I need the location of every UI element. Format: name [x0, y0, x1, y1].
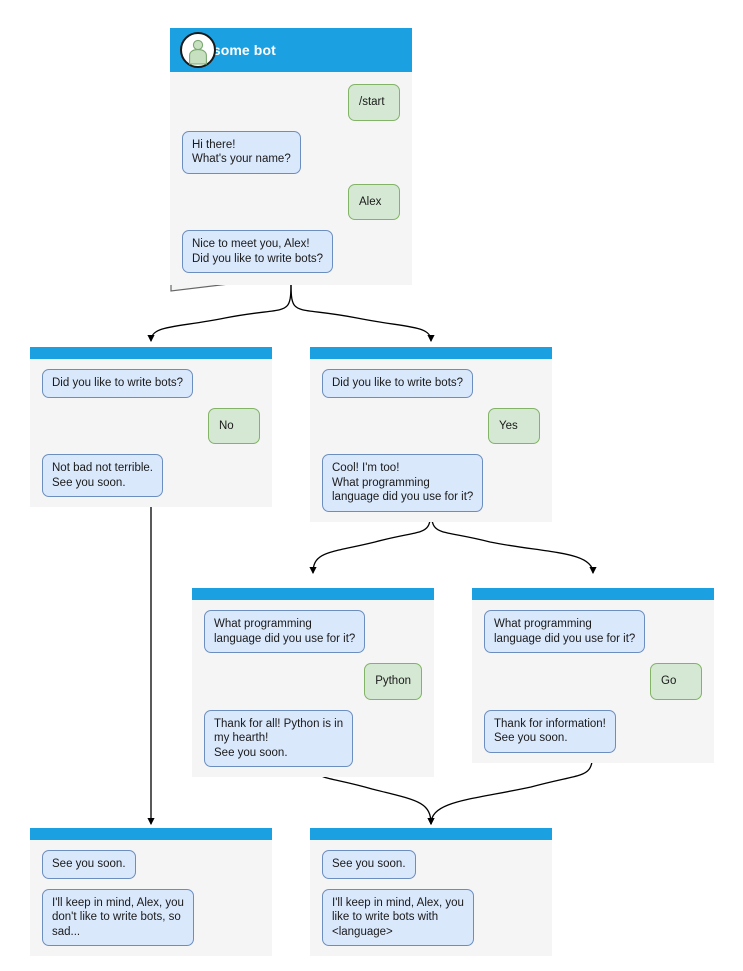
- message-row: Thank for information! See you soon.: [484, 709, 702, 753]
- bot-message-bubble[interactable]: See you soon.: [322, 850, 416, 879]
- bot-message-bubble[interactable]: Did you like to write bots?: [322, 369, 474, 398]
- bot-message-bubble[interactable]: What programming language did you use fo…: [204, 610, 366, 653]
- bot-message-bubble[interactable]: Did you like to write bots?: [42, 369, 194, 398]
- message-row: Nice to meet you, Alex! Did you like to …: [182, 230, 400, 273]
- card-header: [30, 347, 272, 359]
- bot-message-bubble[interactable]: Not bad not terrible. See you soon.: [42, 454, 164, 497]
- bot-message-bubble[interactable]: What programming language did you use fo…: [484, 610, 646, 653]
- node-answer-yes[interactable]: Did you like to write bots? Yes Cool! I'…: [310, 347, 552, 522]
- chat-body: What programming language did you use fo…: [472, 600, 714, 763]
- message-row: See you soon.: [42, 850, 260, 879]
- message-row: Yes: [322, 407, 540, 444]
- user-message-bubble[interactable]: Go: [650, 663, 702, 700]
- message-row: What programming language did you use fo…: [204, 610, 422, 653]
- bot-message-bubble[interactable]: I'll keep in mind, Alex, you like to wri…: [322, 888, 474, 946]
- user-message-bubble[interactable]: Yes: [488, 407, 540, 444]
- user-message-bubble[interactable]: /start: [348, 84, 400, 121]
- card-header: [472, 588, 714, 600]
- node-end-sad[interactable]: See you soon. I'll keep in mind, Alex, y…: [30, 828, 272, 956]
- chat-body: /start Hi there! What's your name? Alex …: [170, 72, 412, 285]
- message-row: What programming language did you use fo…: [484, 610, 702, 653]
- node-answer-no[interactable]: Did you like to write bots? No Not bad n…: [30, 347, 272, 507]
- message-row: Not bad not terrible. See you soon.: [42, 454, 260, 497]
- user-message-bubble[interactable]: Python: [364, 663, 422, 700]
- message-row: /start: [182, 84, 400, 121]
- bot-message-bubble[interactable]: Thank for all! Python is in my hearth! S…: [204, 709, 354, 767]
- chat-body: Did you like to write bots? No Not bad n…: [30, 359, 272, 507]
- message-row: Go: [484, 663, 702, 700]
- message-row: I'll keep in mind, Alex, you like to wri…: [322, 888, 540, 946]
- card-header: Awesome bot: [170, 28, 412, 72]
- message-row: Cool! I'm too! What programming language…: [322, 454, 540, 512]
- message-row: Thank for all! Python is in my hearth! S…: [204, 709, 422, 767]
- message-row: Did you like to write bots?: [322, 369, 540, 398]
- card-header: [310, 347, 552, 359]
- chat-body: See you soon. I'll keep in mind, Alex, y…: [30, 840, 272, 956]
- message-row: See you soon.: [322, 850, 540, 879]
- message-row: Alex: [182, 183, 400, 220]
- message-row: Did you like to write bots?: [42, 369, 260, 398]
- message-row: I'll keep in mind, Alex, you don't like …: [42, 888, 260, 946]
- card-header: [192, 588, 434, 600]
- message-row: Hi there! What's your name?: [182, 130, 400, 174]
- chat-body: See you soon. I'll keep in mind, Alex, y…: [310, 840, 552, 956]
- card-header: [30, 828, 272, 840]
- user-message-bubble[interactable]: Alex: [348, 183, 400, 220]
- bot-message-bubble[interactable]: I'll keep in mind, Alex, you don't like …: [42, 888, 194, 946]
- chat-body: Did you like to write bots? Yes Cool! I'…: [310, 359, 552, 522]
- chat-body: What programming language did you use fo…: [192, 600, 434, 777]
- person-avatar-icon: [180, 32, 216, 68]
- node-start[interactable]: Awesome bot /start Hi there! What's your…: [170, 28, 412, 293]
- card-header: [310, 828, 552, 840]
- bot-message-bubble[interactable]: Nice to meet you, Alex! Did you like to …: [182, 230, 334, 273]
- bot-message-bubble[interactable]: Thank for information! See you soon.: [484, 709, 616, 753]
- node-lang-go[interactable]: What programming language did you use fo…: [472, 588, 714, 763]
- bot-message-bubble[interactable]: Cool! I'm too! What programming language…: [322, 454, 484, 512]
- user-message-bubble[interactable]: No: [208, 407, 260, 444]
- node-end-happy[interactable]: See you soon. I'll keep in mind, Alex, y…: [310, 828, 552, 956]
- bot-message-bubble[interactable]: See you soon.: [42, 850, 136, 879]
- bot-message-bubble[interactable]: Hi there! What's your name?: [182, 130, 301, 174]
- node-lang-python[interactable]: What programming language did you use fo…: [192, 588, 434, 777]
- message-row: Python: [204, 663, 422, 700]
- message-row: No: [42, 407, 260, 444]
